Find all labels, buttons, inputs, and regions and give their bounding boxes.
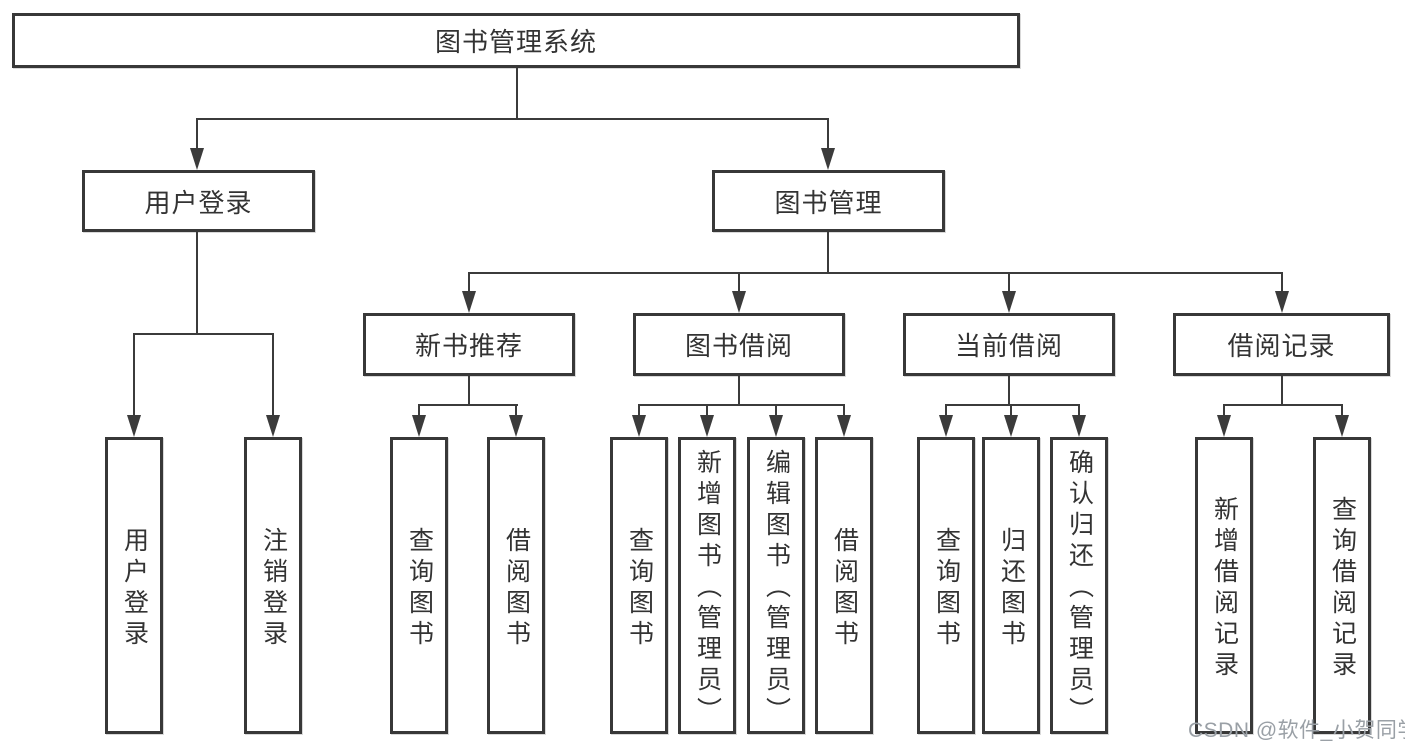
arrow-down-icon [769,415,783,437]
arrow-down-icon [1275,291,1289,313]
node-leaf-query-books-2: 查询图书 [610,437,668,734]
arrow-down-icon [1072,415,1086,437]
connector-newbook-stem [468,376,470,406]
node-label: 新书推荐 [414,331,523,361]
node-library-management-system: 图书管理系统 [12,13,1020,68]
node-label: 图书管理系统 [434,27,597,57]
arrow-down-icon [509,415,523,437]
node-leaf-borrow-books-1: 借阅图书 [487,437,545,734]
connector-record-drop-1 [1223,404,1225,417]
node-leaf-query-borrow-record: 查询借阅记录 [1313,437,1371,734]
connector-mgmt-drop-1 [468,272,470,293]
arrow-down-icon [1002,291,1016,313]
arrow-down-icon [700,415,714,437]
connector-newbook-rail [418,404,518,406]
arrow-down-icon [190,148,204,170]
watermark: CSDN @软件_小贺同学 [1188,719,1405,742]
connector-login-stem [196,232,198,335]
node-leaf-add-book-admin: 新增图书（管理员） [678,437,736,734]
connector-mgmt-drop-4 [1281,272,1283,293]
node-book-management: 图书管理 [712,170,945,232]
connector-root-stem [516,68,518,120]
connector-borrow-stem [738,376,740,406]
connector-borrow-drop-4 [843,404,845,417]
connector-borrow-drop-3 [775,404,777,417]
connector-current-drop-2 [1010,404,1012,417]
arrow-down-icon [127,415,141,437]
node-label: 查询图书 [405,526,434,651]
node-label: 新增图书（管理员） [693,449,722,728]
arrow-down-icon [632,415,646,437]
arrow-down-icon [412,415,426,437]
connector-mgmt-stem [827,232,829,274]
connector-borrow-rail [638,404,845,406]
node-label: 注销登录 [259,526,288,651]
connector-current-drop-1 [945,404,947,417]
connector-root-drop-right [827,118,829,150]
arrow-down-icon [837,415,851,437]
connector-record-rail [1223,404,1343,406]
node-label: 图书借阅 [684,331,793,361]
connector-mgmt-rail [468,272,1283,274]
node-label: 查询图书 [625,526,654,651]
node-leaf-user-login: 用户登录 [105,437,163,734]
node-label: 借阅图书 [830,526,859,651]
node-label: 编辑图书（管理员） [762,449,791,728]
node-label: 新增借阅记录 [1210,495,1239,682]
arrow-down-icon [266,415,280,437]
connector-newbook-drop-2 [515,404,517,417]
node-leaf-query-books-3: 查询图书 [917,437,975,734]
connector-borrow-drop-2 [706,404,708,417]
arrow-down-icon [821,148,835,170]
node-label: 图书管理 [774,187,883,218]
connector-mgmt-drop-2 [738,272,740,293]
arrow-down-icon [1335,415,1349,437]
node-leaf-edit-book-admin: 编辑图书（管理员） [747,437,805,734]
node-label: 用户登录 [144,187,253,218]
connector-root-rail [197,118,829,120]
connector-login-rail [134,333,274,335]
node-borrowing-records: 借阅记录 [1173,313,1390,376]
node-leaf-return-book: 归还图书 [982,437,1040,734]
connector-root-drop-left [196,118,198,150]
node-label: 借阅图书 [502,526,531,651]
connector-current-drop-3 [1078,404,1080,417]
node-leaf-add-borrow-record: 新增借阅记录 [1195,437,1253,734]
node-label: 确认归还（管理员） [1065,449,1094,728]
connector-login-drop-2 [272,333,274,417]
node-label: 查询借阅记录 [1328,495,1357,682]
connector-mgmt-drop-3 [1008,272,1010,293]
node-leaf-confirm-return-admin: 确认归还（管理员） [1050,437,1108,734]
connector-newbook-drop-1 [418,404,420,417]
node-leaf-logout: 注销登录 [244,437,302,734]
node-current-borrowing: 当前借阅 [903,313,1115,376]
node-label: 用户登录 [120,526,149,651]
node-label: 归还图书 [997,526,1026,651]
node-label: 当前借阅 [954,331,1063,361]
connector-current-stem [1008,376,1010,406]
arrow-down-icon [732,291,746,313]
connector-record-stem [1281,376,1283,406]
connector-borrow-drop-1 [638,404,640,417]
arrow-down-icon [1004,415,1018,437]
node-label: 查询图书 [932,526,961,651]
node-new-book-recommend: 新书推荐 [363,313,575,376]
arrow-down-icon [939,415,953,437]
node-book-borrowing: 图书借阅 [633,313,845,376]
connector-record-drop-2 [1341,404,1343,417]
node-label: 借阅记录 [1227,331,1336,361]
node-leaf-query-books-1: 查询图书 [390,437,448,734]
node-user-login: 用户登录 [82,170,315,232]
arrow-down-icon [1217,415,1231,437]
node-leaf-borrow-books-2: 借阅图书 [815,437,873,734]
connector-current-rail [945,404,1080,406]
arrow-down-icon [462,291,476,313]
connector-login-drop-1 [133,333,135,417]
